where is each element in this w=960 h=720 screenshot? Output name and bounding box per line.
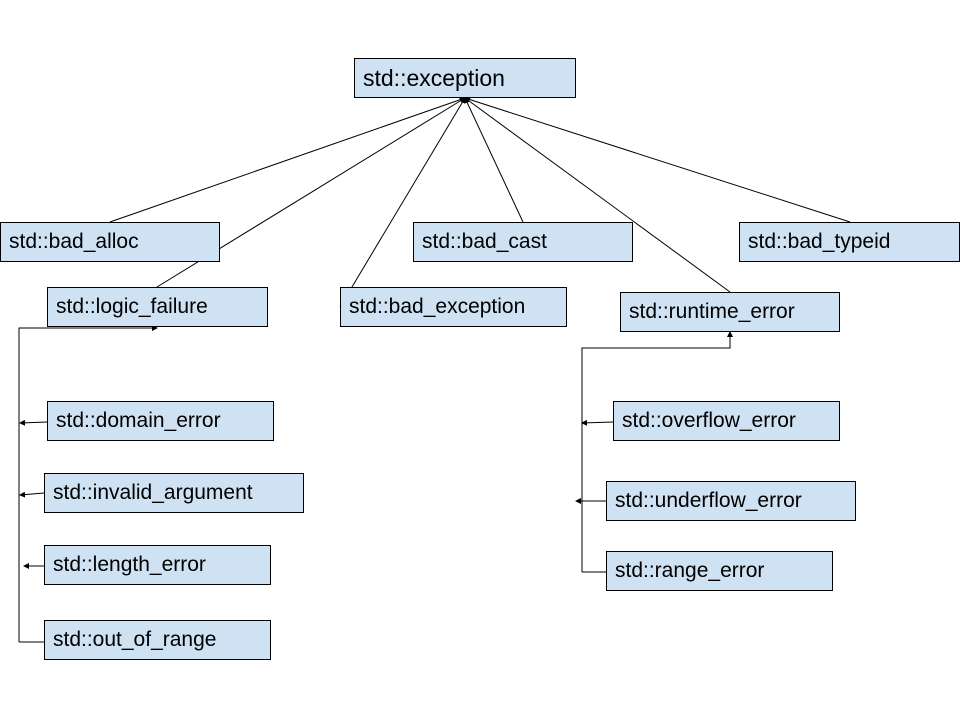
node-std-bad-alloc: std::bad_alloc: [0, 222, 220, 262]
edge-bad-typeid-to-exception: [464, 96, 851, 223]
node-std-out-of-range: std::out_of_range: [44, 620, 271, 660]
node-std-invalid-argument: std::invalid_argument: [44, 473, 304, 513]
edge-domain-error-to-bus: [19, 419, 48, 426]
node-std-runtime-error: std::runtime_error: [620, 292, 840, 332]
node-std-exception: std::exception: [354, 58, 576, 98]
edge-logic-bus-to-logic-failure: [18, 325, 158, 642]
edge-bad-cast-to-exception: [464, 97, 524, 223]
edge-runtime-bus-to-runtime-error: [581, 331, 733, 572]
node-std-underflow-error: std::underflow_error: [606, 481, 856, 521]
node-std-domain-error: std::domain_error: [47, 401, 274, 441]
node-std-length-error: std::length_error: [44, 545, 271, 585]
node-std-range-error: std::range_error: [606, 551, 833, 591]
node-std-overflow-error: std::overflow_error: [613, 401, 840, 441]
edge-bad-alloc-to-exception: [109, 96, 466, 223]
node-std-logic-failure: std::logic_failure: [47, 287, 268, 327]
node-std-bad-exception: std::bad_exception: [340, 287, 567, 327]
edge-runtime-error-to-exception: [464, 97, 731, 293]
node-std-bad-cast: std::bad_cast: [413, 222, 633, 262]
edge-invalid-argument-to-bus: [19, 491, 45, 498]
edge-overflow-error-to-bus: [581, 419, 614, 426]
node-std-bad-typeid: std::bad_typeid: [739, 222, 960, 262]
edge-bad-exception-to-exception: [339, 97, 466, 308]
